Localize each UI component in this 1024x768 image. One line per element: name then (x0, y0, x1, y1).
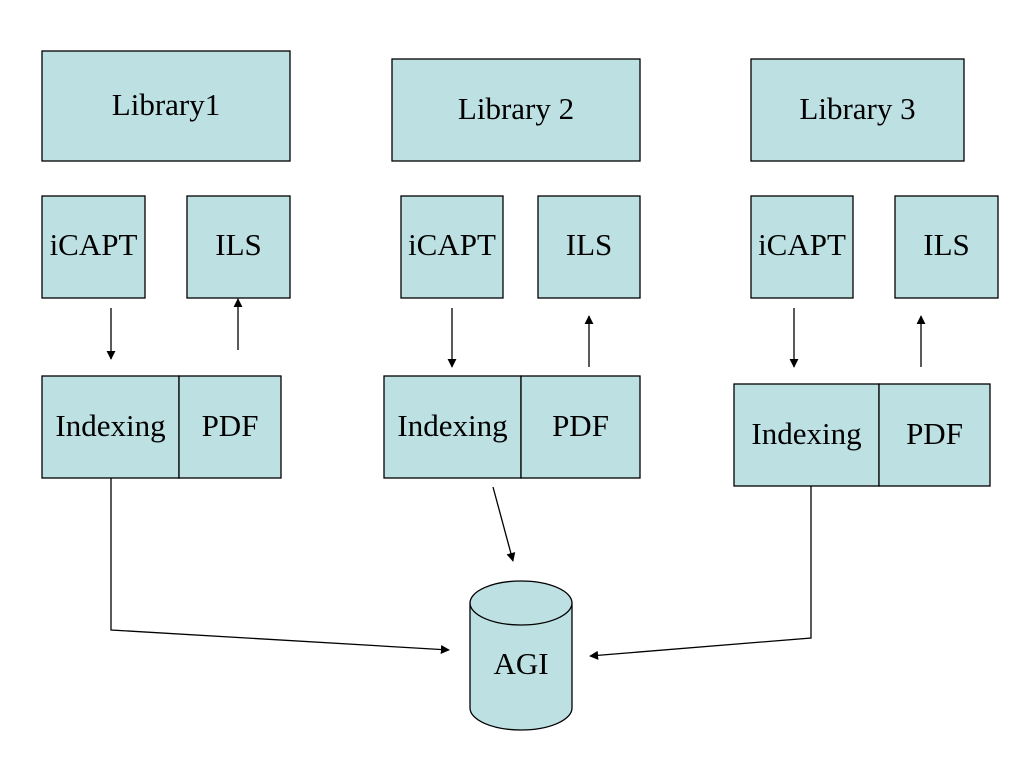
library-1-icapt-label: iCAPT (50, 227, 138, 262)
library-3-icapt-label: iCAPT (758, 227, 846, 262)
library-3-ils-label: ILS (923, 227, 970, 262)
library-2-icapt-box: iCAPT (400, 195, 504, 299)
library-1-pdf-box: PDF (178, 375, 282, 479)
library-2-ils-box: ILS (537, 195, 641, 299)
library-3-ils-box: ILS (894, 195, 999, 299)
agi-label: AGI (493, 646, 548, 681)
library-1-pdf-label: PDF (202, 408, 259, 443)
library-3-icapt-box: iCAPT (750, 195, 854, 299)
library-3-group: Library 3 iCAPT ILS Indexing PDF (733, 58, 999, 487)
library-2-indexing-label: Indexing (397, 408, 507, 443)
library-2-icapt-label: iCAPT (408, 227, 496, 262)
library-3-indexing-to-agi-arrow (589, 486, 812, 660)
library-3-box: Library 3 (750, 58, 965, 162)
agi-repository: AGI (469, 580, 573, 731)
library-2-ils-label: ILS (566, 227, 613, 262)
library-3-pdf-label: PDF (906, 416, 963, 451)
library-3-indexing-label: Indexing (751, 416, 861, 451)
library-2-box: Library 2 (391, 58, 641, 162)
library-1-group: Library1 iCAPT ILS Indexing PDF (41, 50, 291, 479)
library-2-title: Library 2 (458, 91, 574, 126)
library-1-title: Library1 (112, 87, 220, 122)
library-2-group: Library 2 iCAPT ILS Indexing PDF (383, 58, 641, 479)
library-1-box: Library1 (41, 50, 291, 162)
library-2-pdf-box: PDF (520, 375, 641, 479)
library-2-indexing-box: Indexing (383, 375, 522, 479)
library-1-indexing-to-agi-arrow (110, 478, 450, 655)
library-1-indexing-label: Indexing (55, 408, 165, 443)
library-1-indexing-box: Indexing (41, 375, 180, 479)
library-1-icapt-box: iCAPT (41, 195, 146, 299)
library-2-pdf-label: PDF (552, 408, 609, 443)
library-2-indexing-to-agi-arrow (492, 486, 516, 562)
library-3-pdf-box: PDF (878, 383, 991, 487)
library-3-indexing-box: Indexing (733, 383, 880, 487)
library-1-ils-label: ILS (215, 227, 262, 262)
library-1-ils-box: ILS (186, 195, 291, 299)
library-3-title: Library 3 (799, 91, 915, 126)
